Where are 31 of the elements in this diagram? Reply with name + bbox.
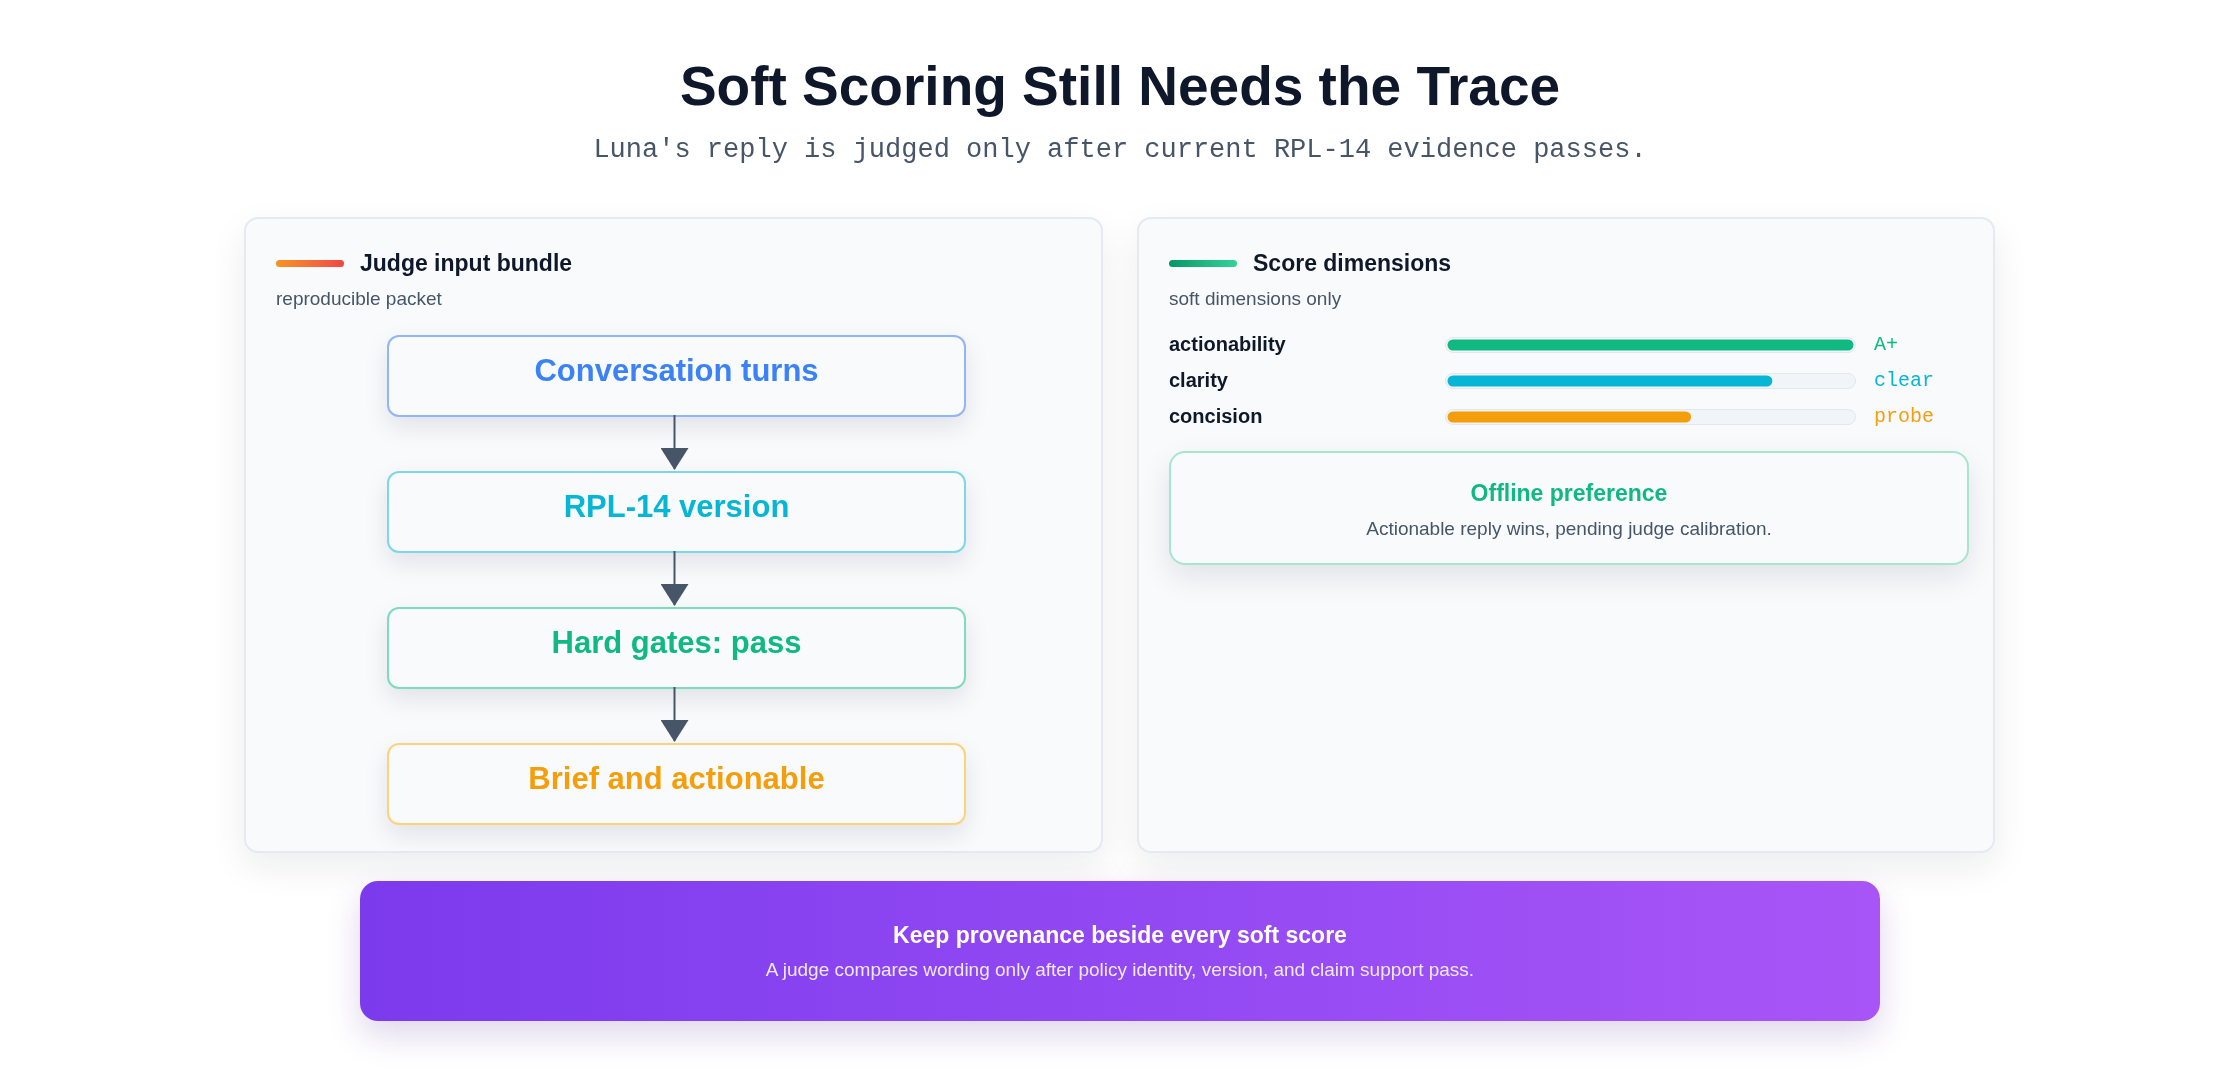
banner-text: A judge compares wording only after policy identity, version, and claim support pass. — [765, 958, 1475, 982]
arrow — [660, 414, 689, 470]
process-step — [387, 335, 966, 417]
grade-label: clear — [1874, 369, 1934, 393]
step-label: Hard gates: pass — [551, 625, 802, 661]
content-panel — [244, 217, 1103, 853]
card-text: Actionable reply wins, pending judge calibration. — [1366, 517, 1772, 541]
process-step — [387, 743, 966, 825]
process-step — [387, 471, 966, 553]
step-label: Conversation turns — [534, 353, 819, 389]
card-title: Offline preference — [1470, 479, 1668, 507]
summary-banner — [360, 881, 1880, 1021]
panel-subtitle: reproducible packet — [276, 287, 442, 311]
arrow — [660, 550, 689, 606]
panel-heading: Judge input bundle — [360, 249, 573, 277]
subtitle: Luna's reply is judged only after current RPL-14 evidence passes. — [593, 134, 1647, 166]
panel-subtitle: soft dimensions only — [1169, 287, 1342, 311]
banner-title: Keep provenance beside every soft score — [893, 921, 1347, 949]
panel-heading: Score dimensions — [1253, 249, 1452, 277]
dimension-label: concision — [1169, 405, 1263, 427]
content-panel — [1137, 217, 1995, 853]
dimension-label: actionability — [1169, 333, 1286, 355]
dimension-label: clarity — [1169, 369, 1228, 391]
grade-label: probe — [1874, 405, 1934, 429]
result-card — [1169, 451, 1969, 565]
step-label: RPL-14 version — [563, 489, 790, 525]
step-label: Brief and actionable — [528, 761, 825, 797]
arrow — [660, 686, 689, 742]
grade-label: A+ — [1874, 333, 1898, 357]
page-title: Soft Scoring Still Needs the Trace — [679, 54, 1561, 118]
process-step — [387, 607, 966, 689]
